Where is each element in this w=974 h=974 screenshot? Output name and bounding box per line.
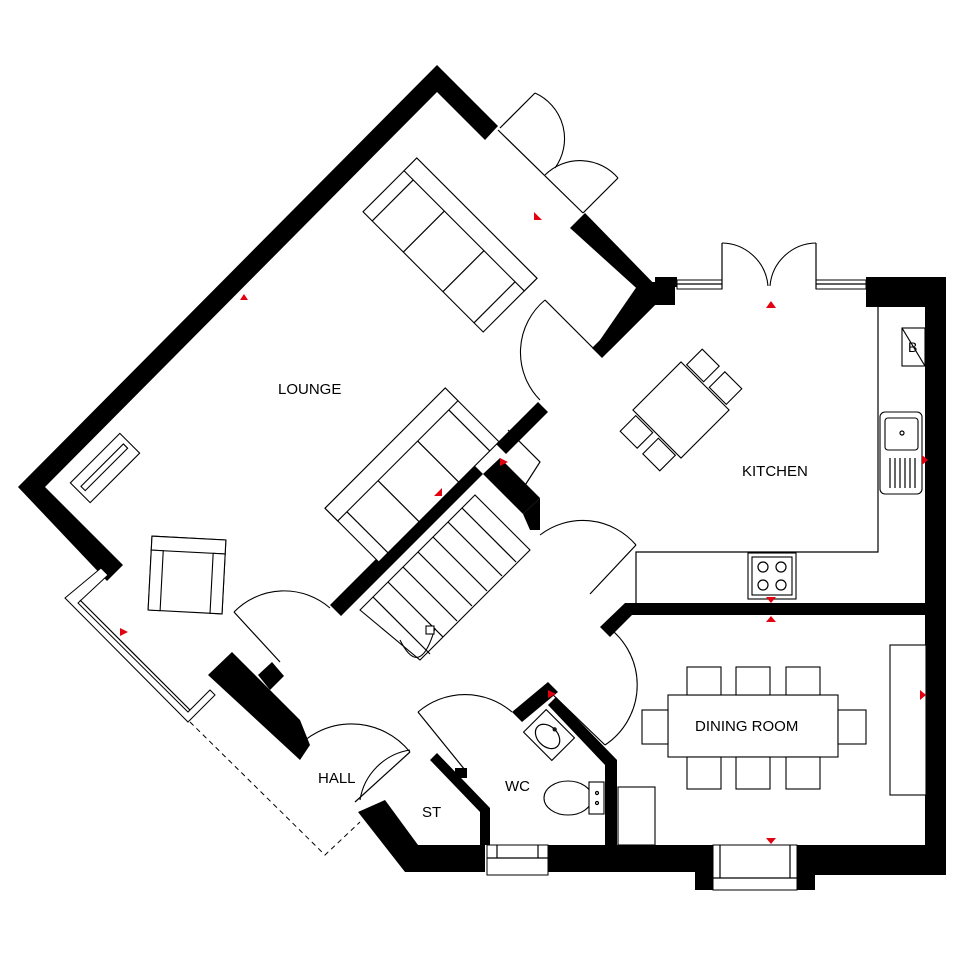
wall-hall-lounge-jamb bbox=[258, 662, 284, 690]
wall-front-south bbox=[358, 800, 485, 872]
wall-lounge-northwest bbox=[18, 65, 498, 581]
boiler-label: B bbox=[908, 339, 917, 355]
marker-lounge-sofa bbox=[434, 488, 442, 496]
marker-kitchen-north bbox=[766, 301, 776, 308]
sideboard-dining bbox=[889, 644, 927, 796]
wall-dining-bay-right bbox=[797, 845, 815, 890]
room-label-dining: DINING ROOM bbox=[695, 718, 798, 735]
door-lounge-kitchen bbox=[544, 299, 596, 351]
wall-hall-southwest bbox=[208, 652, 310, 760]
staircase bbox=[359, 429, 541, 661]
marker-kitchen-east bbox=[922, 455, 928, 465]
tv-unit-lounge bbox=[69, 432, 141, 504]
room-label-wc: WC bbox=[505, 778, 530, 795]
wall-stair-right bbox=[523, 498, 540, 530]
window-lounge-bay bbox=[64, 567, 216, 723]
armchair-lounge bbox=[147, 535, 227, 615]
marker-lounge-bay bbox=[120, 628, 128, 636]
kitchen-counter bbox=[635, 307, 879, 603]
table-kitchen bbox=[619, 348, 743, 472]
door-store bbox=[417, 711, 466, 771]
window-wc bbox=[486, 844, 549, 876]
porch-canopy-outline bbox=[189, 721, 361, 856]
marker-lounge-west bbox=[240, 294, 248, 300]
kitchen-sink bbox=[879, 411, 923, 495]
door-front bbox=[354, 751, 411, 803]
marker-stair bbox=[500, 458, 508, 466]
marker-dining-north bbox=[766, 616, 776, 622]
sofa-lounge-middle bbox=[324, 387, 500, 563]
wc-toilet bbox=[543, 780, 605, 816]
wall-store bbox=[430, 753, 490, 845]
furniture: B bbox=[69, 157, 927, 846]
kitchen-hob bbox=[747, 552, 797, 600]
wc-basin bbox=[522, 708, 576, 762]
wall-wc-west bbox=[512, 682, 558, 722]
door-lounge-garden-left-leaf bbox=[499, 92, 536, 129]
wall-dining-bay-left bbox=[695, 845, 713, 890]
room-label-store: ST bbox=[422, 804, 441, 821]
sofa-lounge-north bbox=[362, 157, 538, 333]
marker-lounge-north bbox=[534, 212, 542, 220]
cabinet-dining bbox=[617, 786, 656, 846]
wall-stair-left bbox=[330, 463, 483, 616]
wall-stair-upper bbox=[496, 402, 548, 454]
room-labels: LOUNGE KITCHEN DINING ROOM HALL WC ST bbox=[278, 381, 808, 821]
wall-kitchen-dining bbox=[600, 603, 930, 637]
window-dining bbox=[712, 844, 798, 891]
marker-dining-south bbox=[766, 838, 776, 844]
marker-wc bbox=[548, 690, 556, 698]
wall-wc-east bbox=[548, 697, 617, 845]
wall-stair-block bbox=[483, 458, 540, 514]
door-hall-kitchen bbox=[589, 544, 637, 595]
marker-dining-east bbox=[920, 690, 926, 700]
room-label-hall: HALL bbox=[318, 770, 356, 787]
wall-lounge-kitchen-east bbox=[592, 300, 655, 358]
table-dining bbox=[641, 666, 867, 790]
room-label-kitchen: KITCHEN bbox=[742, 463, 808, 480]
markers bbox=[120, 212, 928, 844]
doors bbox=[189, 92, 817, 856]
walls bbox=[18, 65, 946, 890]
wall-kitchen-north-left bbox=[655, 277, 677, 287]
door-hall-dining bbox=[547, 689, 606, 746]
door-lounge-garden-right-leaf bbox=[582, 177, 619, 214]
wall-front-south-mid bbox=[548, 845, 698, 872]
marker-kitchen-south bbox=[766, 597, 776, 603]
room-label-lounge: LOUNGE bbox=[278, 381, 341, 398]
door-hall-lounge bbox=[233, 611, 281, 663]
wall-store-jamb bbox=[455, 768, 467, 778]
wall-east-outer bbox=[815, 277, 946, 875]
